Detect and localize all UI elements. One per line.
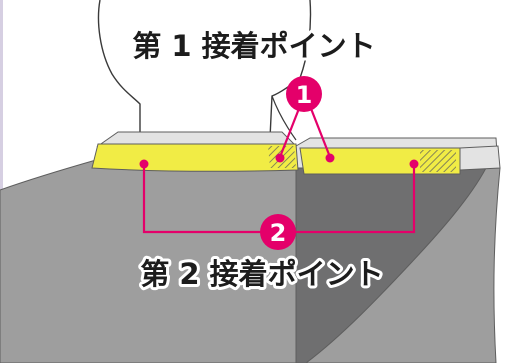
marker-1-number: 1 <box>296 81 313 109</box>
dot-1-right <box>325 153 335 163</box>
mannequin-neck-curve <box>271 95 297 141</box>
collar-tip-right <box>459 145 501 171</box>
second-adhesive-point-label: 第 2 接着ポイント <box>140 257 383 291</box>
dot-1-left <box>275 153 285 163</box>
dot-2-right <box>409 159 419 169</box>
marker-2-number: 2 <box>270 219 287 247</box>
adhesive-tape-left <box>91 143 299 172</box>
marker-1-badge: 1 <box>286 76 322 112</box>
marker-2-badge: 2 <box>260 214 296 250</box>
mannequin-head <box>97 0 312 139</box>
dot-2-left <box>139 159 149 169</box>
frame-left-edge <box>0 0 3 363</box>
jacket-lapel-panel <box>295 167 487 363</box>
leader-line-1-right <box>308 105 332 158</box>
leader-line-1-left <box>278 105 302 158</box>
first-adhesive-point-label: 第 1 接着ポイント <box>132 29 375 63</box>
hatch-area-right <box>420 150 456 172</box>
